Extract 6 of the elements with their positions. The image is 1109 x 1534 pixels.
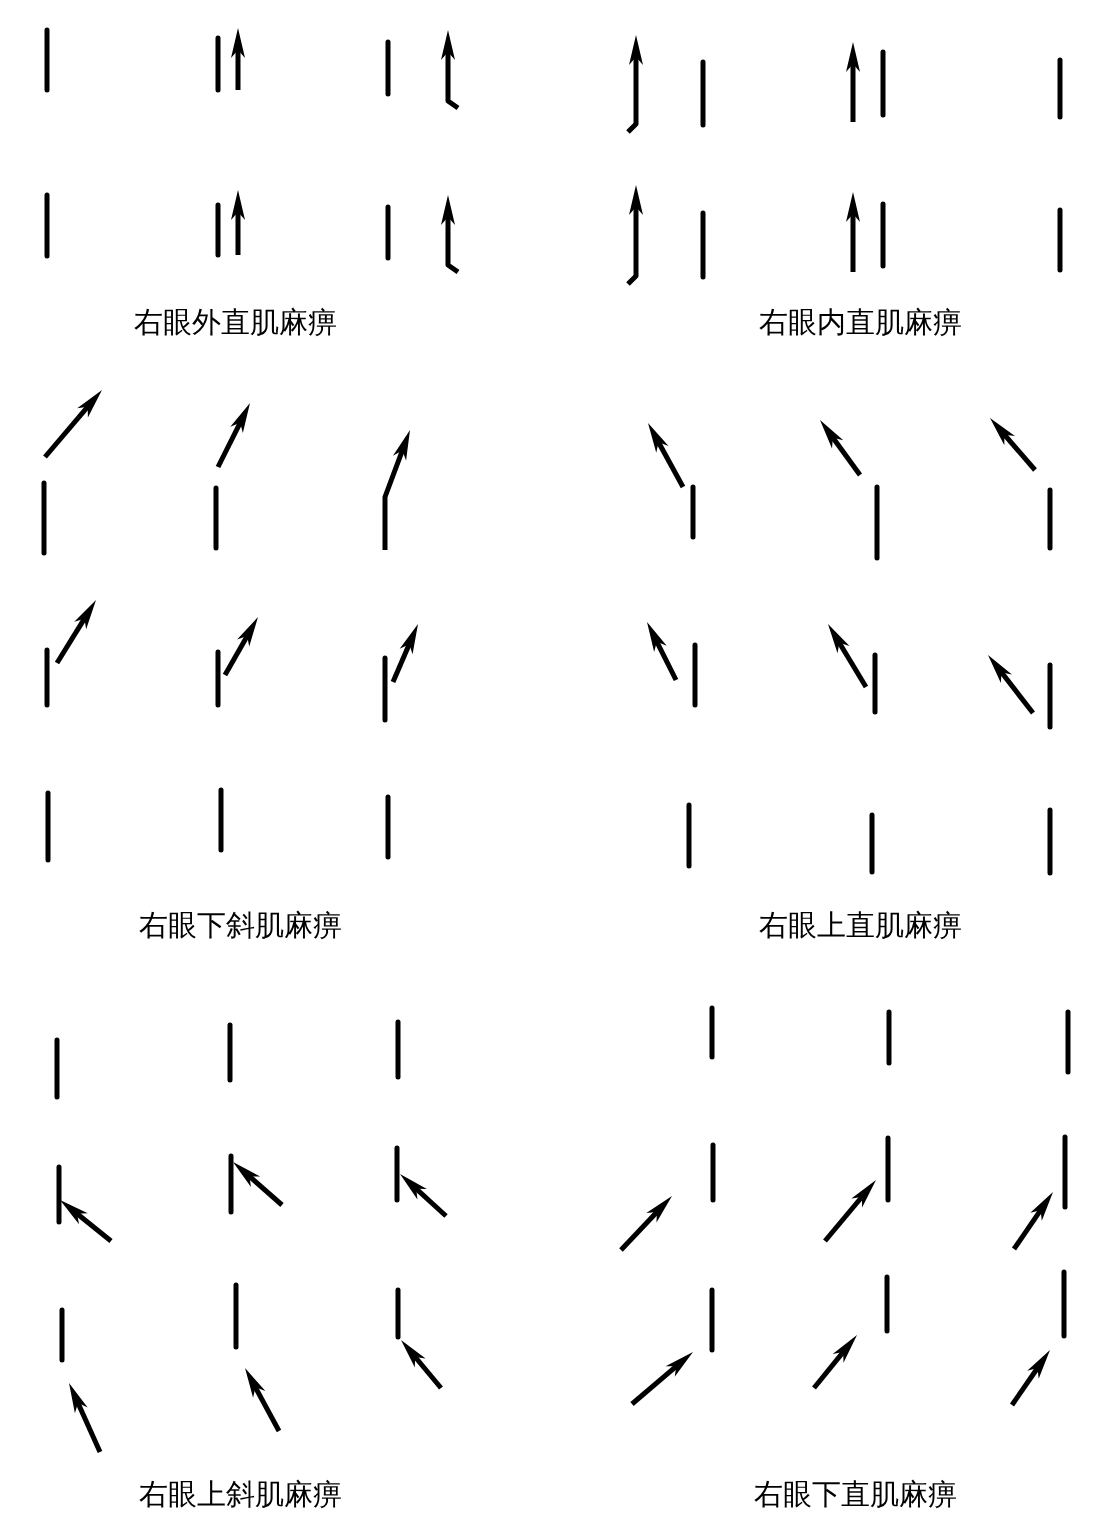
- caption: 右眼上斜肌麻痹: [138, 1476, 342, 1513]
- caption: 右眼外直肌麻痹: [133, 304, 337, 341]
- caption: 右眼内直肌麻痹: [758, 304, 962, 341]
- caption: 右眼上直肌麻痹: [758, 907, 962, 944]
- caption: 右眼下直肌麻痹: [753, 1476, 957, 1513]
- caption: 右眼下斜肌麻痹: [138, 907, 342, 944]
